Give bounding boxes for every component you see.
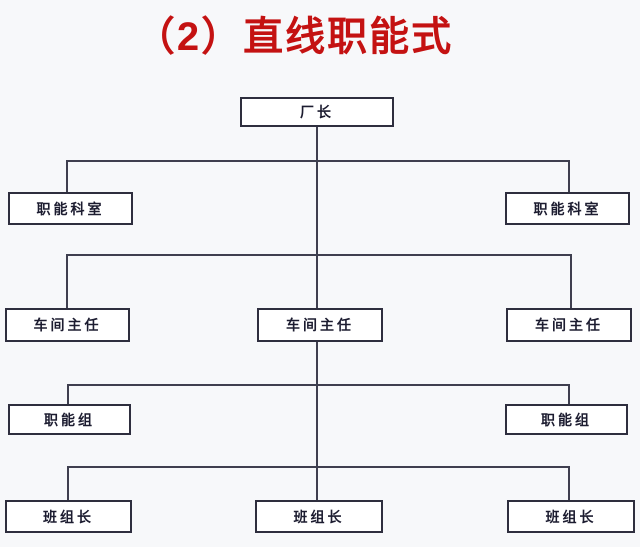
connector-horizontal-level5 <box>67 466 570 468</box>
org-node-team-leader-middle: 班组长 <box>255 500 383 533</box>
connector-horizontal-level2 <box>66 160 570 162</box>
connector-stub-level3-right <box>570 254 572 308</box>
org-node-workshop-director-right: 车间主任 <box>506 308 632 342</box>
connector-stub-level2-right <box>568 160 570 192</box>
org-node-workshop-director-middle: 车间主任 <box>257 308 383 342</box>
connector-stub-level3-left <box>66 254 68 308</box>
org-node-functional-office-left: 职能科室 <box>8 192 133 225</box>
org-node-functional-office-right: 职能科室 <box>505 192 630 225</box>
connector-horizontal-level4 <box>67 384 570 386</box>
org-node-team-leader-right: 班组长 <box>507 500 635 533</box>
connector-center-vertical-top <box>316 127 318 308</box>
org-node-functional-group-right: 职能组 <box>505 404 628 435</box>
slide-title: （2）直线职能式 <box>134 15 454 59</box>
org-node-functional-group-left: 职能组 <box>8 404 131 435</box>
connector-stub-level2-left <box>66 160 68 192</box>
connector-center-vertical-bottom <box>316 342 318 500</box>
org-node-workshop-director-left: 车间主任 <box>5 308 130 342</box>
connector-stub-level5-right <box>568 466 570 500</box>
org-node-factory-director: 厂长 <box>240 97 394 127</box>
connector-stub-level4-left <box>67 384 69 404</box>
connector-horizontal-level3 <box>66 254 572 256</box>
org-node-team-leader-left: 班组长 <box>5 500 132 533</box>
connector-stub-level5-left <box>67 466 69 500</box>
connector-stub-level4-right <box>568 384 570 404</box>
